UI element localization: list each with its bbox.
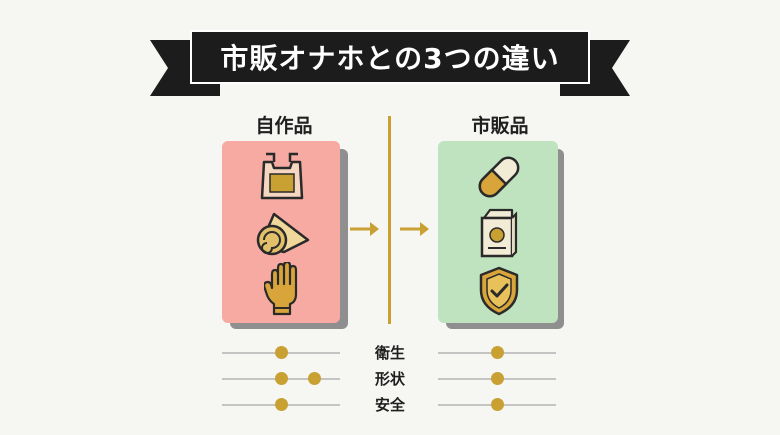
- left-dot-safety: [274, 398, 288, 411]
- shield-check-icon: [479, 266, 519, 316]
- rubber-glove-icon: [264, 262, 298, 316]
- towel-roll-icon: [256, 212, 310, 256]
- capsule-icon: [478, 156, 520, 198]
- left-dot-shape: [274, 372, 288, 385]
- left-dot-hygiene: [274, 346, 288, 359]
- right-dot-safety: [490, 398, 504, 411]
- criterion-label: 衛生: [374, 344, 405, 362]
- right-column-label: 市販品: [471, 115, 529, 137]
- left-extra-dot-shape: [308, 372, 321, 385]
- product-box-icon: [480, 208, 518, 258]
- left-column-label: 自作品: [255, 115, 313, 137]
- plastic-bag-icon: [260, 152, 304, 200]
- criterion-label: 形状: [374, 370, 405, 388]
- arrow-right-icon: [350, 222, 379, 236]
- center-divider: [388, 116, 391, 324]
- right-dot-shape: [490, 372, 504, 385]
- criterion-label: 安全: [374, 396, 405, 414]
- arrow-right-icon: [400, 222, 429, 236]
- banner-title: 市販オナホとの3つの違い: [190, 30, 590, 84]
- right-dot-hygiene: [490, 346, 504, 359]
